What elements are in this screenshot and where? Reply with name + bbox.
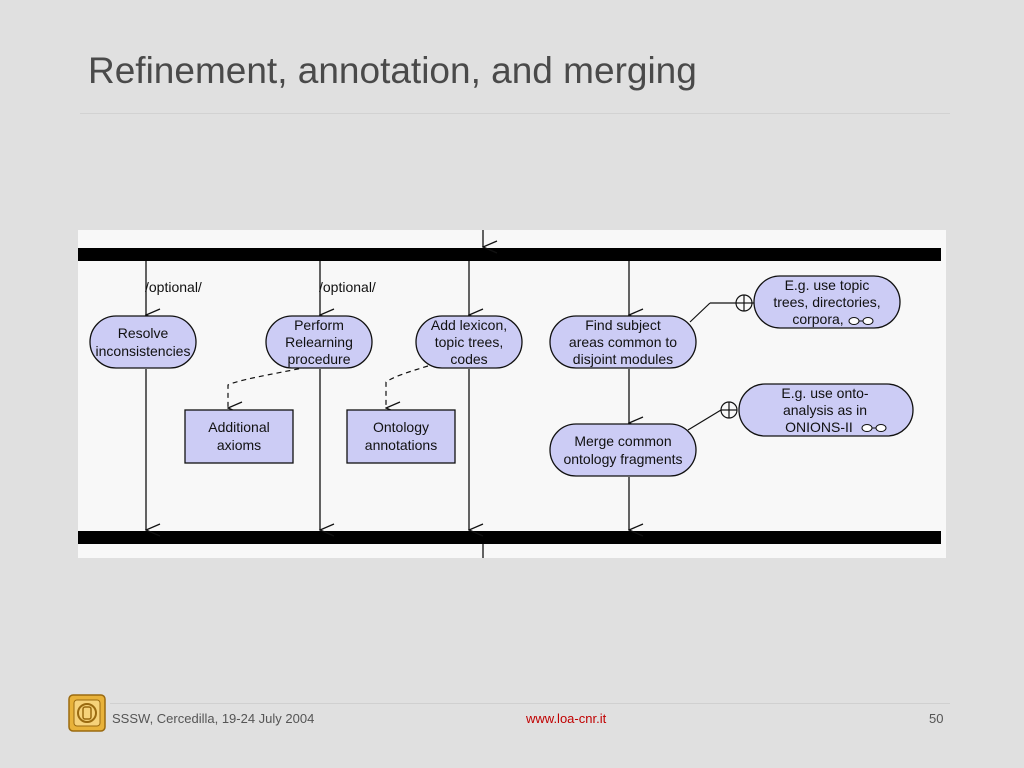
activity-relearning-line-1: Perform bbox=[294, 317, 344, 333]
page-number: 50 bbox=[929, 711, 944, 726]
note-topic-line-1: E.g. use topic bbox=[785, 277, 870, 293]
activity-diagram: /optional/ /optional/ Resolve inconsiste… bbox=[78, 230, 946, 558]
activity-resolve-line-2: inconsistencies bbox=[96, 343, 191, 359]
object-axioms-line-2: axioms bbox=[217, 437, 261, 453]
object-axioms-line-1: Additional bbox=[208, 419, 270, 435]
note-topic-line-3: corpora, bbox=[792, 311, 843, 327]
footer-website-link[interactable]: www.loa-cnr.it bbox=[526, 711, 607, 726]
fork-bar bbox=[78, 248, 941, 261]
activity-lexicon-line-3: codes bbox=[450, 351, 487, 367]
object-flow-axioms bbox=[228, 366, 309, 408]
note-topic-line-2: trees, directories, bbox=[773, 294, 880, 310]
object-annotations-line-2: annotations bbox=[365, 437, 437, 453]
guard-label-relearning: /optional/ bbox=[319, 279, 376, 295]
activity-find-line-3: disjoint modules bbox=[573, 351, 673, 367]
link-icon bbox=[861, 424, 887, 432]
note-onto-line-3: ONIONS-II bbox=[785, 419, 853, 435]
activity-resolve-line-1: Resolve bbox=[118, 325, 169, 341]
slide-title: Refinement, annotation, and merging bbox=[88, 50, 697, 91]
note-connector-topic bbox=[689, 302, 711, 323]
note-onto-line-1: E.g. use onto- bbox=[781, 385, 869, 401]
diagram-canvas: /optional/ /optional/ Resolve inconsiste… bbox=[78, 230, 941, 558]
activity-merge-line-2: ontology fragments bbox=[563, 451, 682, 467]
note-onto-analysis: E.g. use onto- analysis as in ONIONS-II bbox=[738, 383, 914, 437]
guard-label-resolve: /optional/ bbox=[145, 279, 202, 295]
activity-add-lexicon: Add lexicon, topic trees, codes bbox=[415, 315, 523, 369]
footer-divider bbox=[110, 703, 950, 704]
activity-lexicon-line-2: topic trees, bbox=[435, 334, 503, 350]
loa-logo-icon bbox=[68, 694, 106, 732]
activity-find-line-1: Find subject bbox=[585, 317, 661, 333]
activity-merge-line-1: Merge common bbox=[574, 433, 671, 449]
note-topic-trees: E.g. use topic trees, directories, corpo… bbox=[753, 275, 901, 329]
activity-relearning-line-3: procedure bbox=[287, 351, 350, 367]
activity-lexicon-line-1: Add lexicon, bbox=[431, 317, 507, 333]
activity-find-subject-areas: Find subject areas common to disjoint mo… bbox=[549, 315, 697, 369]
link-icon bbox=[848, 317, 874, 325]
activity-relearning-line-2: Relearning bbox=[285, 334, 353, 350]
object-additional-axioms: Additional axioms bbox=[184, 409, 294, 464]
object-ontology-annotations: Ontology annotations bbox=[346, 409, 456, 464]
footer-event: SSSW, Cercedilla, 19-24 July 2004 bbox=[112, 711, 315, 726]
activity-resolve-inconsistencies: Resolve inconsistencies bbox=[89, 315, 197, 369]
join-bar bbox=[78, 531, 941, 544]
note-connector-onto bbox=[687, 409, 722, 431]
activity-merge-fragments: Merge common ontology fragments bbox=[549, 423, 697, 477]
object-flow-annotations bbox=[386, 365, 429, 408]
object-annotations-line-1: Ontology bbox=[373, 419, 429, 435]
note-onto-line-2: analysis as in bbox=[783, 402, 867, 418]
title-divider bbox=[80, 113, 950, 114]
activity-find-line-2: areas common to bbox=[569, 334, 677, 350]
activity-perform-relearning: Perform Relearning procedure bbox=[265, 315, 373, 369]
